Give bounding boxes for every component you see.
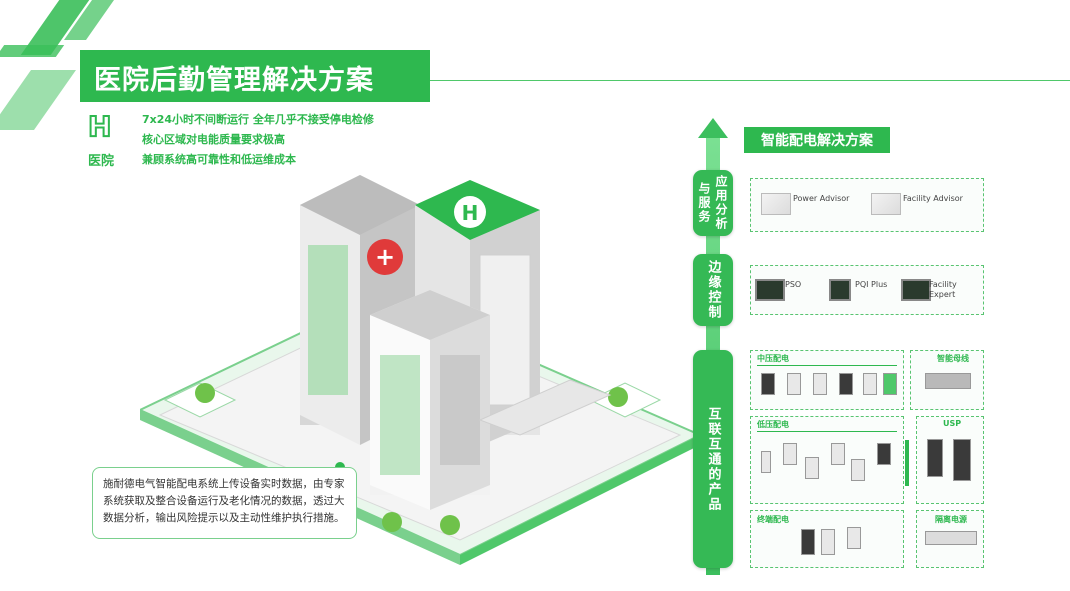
mv-device — [787, 373, 801, 395]
final-device — [847, 527, 861, 549]
decorative-stripe — [0, 70, 77, 130]
pso-card: PSO — [785, 280, 801, 290]
pqi-card: PQI Plus — [855, 280, 887, 290]
lv-device — [761, 451, 771, 473]
link-bar — [905, 440, 909, 486]
apps-panel: Power Advisor Facility Advisor — [750, 178, 984, 232]
mv-device — [813, 373, 827, 395]
svg-text:+: + — [375, 243, 395, 271]
bus-line — [757, 431, 897, 432]
facility-advisor-report-icon — [871, 193, 901, 215]
mv-device — [839, 373, 853, 395]
solution-title: 智能配电解决方案 — [744, 127, 890, 153]
pqi-screen-icon — [829, 279, 851, 301]
busway-group-title: 智能母线 — [937, 354, 969, 363]
mv-device — [863, 373, 877, 395]
pso-screen-icon — [755, 279, 785, 301]
mv-device — [761, 373, 775, 395]
title-bar — [80, 50, 430, 102]
power-advisor-report-icon — [761, 193, 791, 215]
edge-panel: PSO PQI Plus Facility Expert — [750, 265, 984, 315]
isolation-panel: 隔离电源 — [916, 510, 984, 568]
final-panel: 终端配电 — [750, 510, 904, 568]
facility-advisor-name: Facility Advisor — [903, 194, 963, 203]
requirement-point-1: 7x24小时不间断运行 全年几乎不接受停电检修 — [142, 113, 374, 126]
lv-device — [805, 457, 819, 479]
pso-name: PSO — [785, 280, 802, 289]
page-title: 医院后勤管理解决方案 — [94, 65, 374, 96]
lv-device — [783, 443, 797, 465]
hospital-illustration: + H — [140, 175, 700, 565]
busway-device — [925, 373, 971, 389]
mv-panel: 中压配电 — [750, 350, 904, 410]
facility-expert-screen-icon — [901, 279, 931, 301]
hospital-h-icon: H — [87, 109, 112, 144]
requirement-point-2: 核心区域对电能质量要求极高 — [142, 133, 285, 146]
requirement-point-3: 兼顾系统高可靠性和低运维成本 — [142, 153, 296, 166]
final-device — [801, 529, 815, 555]
lv-group-title: 低压配电 — [757, 420, 789, 429]
stage-edge-control: 边缘控制 — [693, 254, 733, 326]
svg-text:H: H — [462, 201, 479, 225]
lv-device — [831, 443, 845, 465]
mv-device — [883, 373, 897, 395]
tree-icon — [608, 387, 628, 407]
final-device — [821, 529, 835, 555]
mv-group-title: 中压配电 — [757, 354, 789, 363]
tree-icon — [195, 383, 215, 403]
stage-connected-products: 互联互通的产品 — [693, 350, 733, 568]
tree-icon — [382, 512, 402, 532]
power-advisor-card: Power Advisor — [793, 194, 849, 204]
isolation-group-title: 隔离电源 — [935, 515, 967, 524]
power-advisor-name: Power Advisor — [793, 194, 850, 203]
ups-device — [953, 439, 971, 481]
facility-expert-card: Facility Expert — [929, 280, 983, 300]
facility-expert-name: Facility Expert — [929, 280, 957, 299]
up-arrow-icon — [698, 118, 728, 138]
title-divider — [430, 80, 1070, 81]
tree-icon — [440, 515, 460, 535]
stage-application-analysis: 应用分析与服务 — [693, 170, 733, 236]
ups-device — [927, 439, 943, 477]
lv-panel: 低压配电 — [750, 416, 904, 504]
final-group-title: 终端配电 — [757, 515, 789, 524]
facility-advisor-card: Facility Advisor — [903, 194, 963, 204]
lv-device — [851, 459, 865, 481]
isolation-device — [925, 531, 977, 545]
lv-device — [877, 443, 891, 465]
pqi-name: PQI Plus — [855, 280, 888, 289]
busway-panel: 智能母线 — [910, 350, 984, 410]
ups-panel: USP — [916, 416, 984, 504]
decorative-stripe — [0, 45, 65, 57]
hospital-label: 医院 — [88, 154, 115, 169]
bus-line — [757, 365, 897, 366]
ups-group-title: USP — [943, 419, 962, 428]
caption-box: 施耐德电气智能配电系统上传设备实时数据，由专家系统获取及整合设备运行及老化情况的… — [92, 467, 357, 539]
